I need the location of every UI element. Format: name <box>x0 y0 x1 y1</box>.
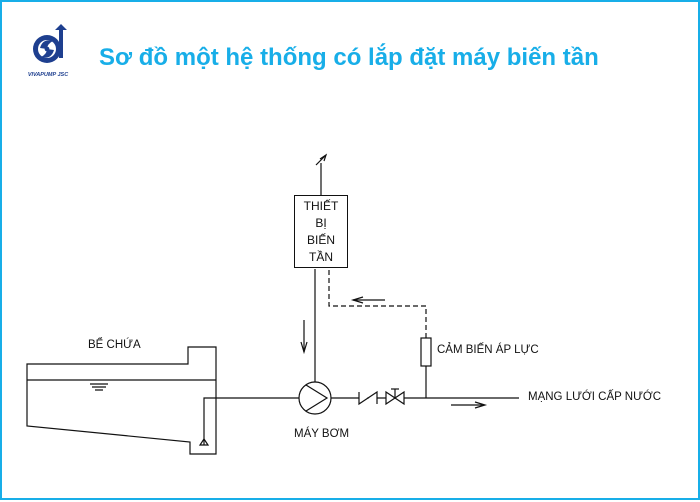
vfd-label-line: BIẾN <box>306 232 335 247</box>
pressure-sensor-icon <box>420 337 432 367</box>
water-level-icon <box>90 383 108 391</box>
logo-icon: VIVAPUMP JSC <box>28 24 69 78</box>
vfd-box: THIẾT BỊ BIẾN TẦN <box>294 195 348 268</box>
pump-label: MÁY BƠM <box>294 428 350 440</box>
logo-text: VIVAPUMP JSC <box>28 72 69 78</box>
network-label: MẠNG LƯỚI CẤP NƯỚC <box>528 391 662 403</box>
gate-valve-icon <box>385 388 405 406</box>
sensor-label: CẢM BIẾN ÁP LỰC <box>437 344 539 356</box>
page-title: Sơ đồ một hệ thống có lắp đặt máy biến t… <box>99 44 599 71</box>
signal-line <box>328 269 427 338</box>
check-valve-icon <box>358 390 378 406</box>
flow-arrow-icon <box>451 401 488 409</box>
tank-outline <box>26 346 217 455</box>
pump-icon <box>298 381 332 415</box>
vfd-label-line: TẦN <box>309 249 333 264</box>
suction-pipe <box>203 397 299 445</box>
power-direction-arrow-icon <box>300 320 308 355</box>
signal-arrow-icon <box>350 296 385 304</box>
tank-label: BỂ CHỨA <box>88 339 141 351</box>
vfd-label-line: THIẾT <box>303 198 339 213</box>
vfd-label-line: BỊ <box>315 215 327 230</box>
power-feed-icon <box>315 153 328 195</box>
foot-valve-icon <box>198 437 210 446</box>
